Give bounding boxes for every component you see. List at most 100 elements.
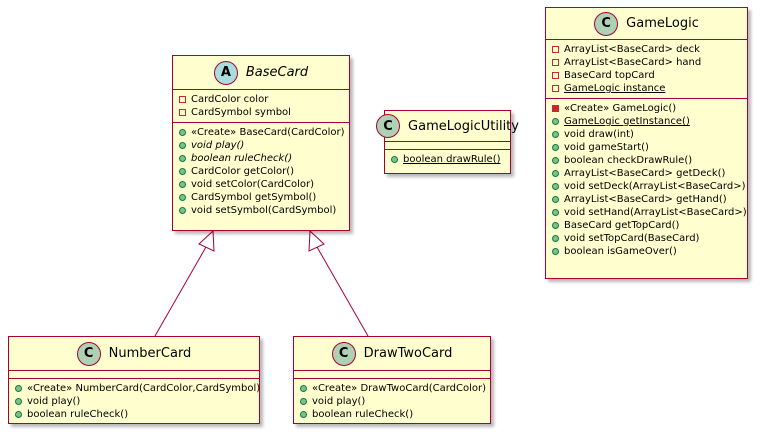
class-name: GameLogicUtility [408,118,519,134]
class-header: C GameLogic [546,8,747,39]
method-row: boolean drawRule() [385,153,510,166]
public-visibility-icon [179,207,186,214]
public-visibility-icon [179,129,186,136]
method-row: «Create» BaseCard(CardColor) [173,126,349,139]
methods-section: «Create» NumberCard(CardColor,CardSymbol… [9,378,261,424]
public-visibility-icon [552,131,559,138]
public-visibility-icon [15,398,22,405]
member-text: BaseCard getTopCard() [564,220,680,231]
public-visibility-icon [552,144,559,151]
methods-section: «Create» DrawTwoCard(CardColor) void play… [294,378,490,424]
method-row: void draw(int) [546,128,747,141]
member-text: void play() [191,140,245,151]
field-row: GameLogic instance [546,82,747,95]
member-text: void draw(int) [564,129,634,140]
public-visibility-icon [552,157,559,164]
class-icon: C [594,11,619,36]
public-visibility-icon [552,183,559,190]
public-visibility-icon [179,181,186,188]
private-visibility-icon [179,109,186,116]
field-row: ArrayList<BaseCard> deck [546,43,747,56]
public-visibility-icon [552,170,559,177]
public-visibility-icon [552,222,559,229]
fields-section [385,141,510,149]
method-row: void play() [9,395,259,408]
class-header: C DrawTwoCard [294,337,490,370]
edge-drawtwocard-to-basecard [316,246,369,337]
inheritance-arrowhead-icon [308,229,325,252]
class-icon: C [331,341,356,366]
member-text: ArrayList<BaseCard> hand [564,57,702,68]
private-visibility-icon [552,46,559,53]
method-row: void play() [173,139,349,152]
methods-section: «Create» BaseCard(CardColor) void play() b… [173,122,349,220]
member-text: GameLogic instance [564,83,666,94]
member-text: «Create» BaseCard(CardColor) [191,127,345,138]
member-text: void play() [27,396,81,407]
public-visibility-icon [179,142,186,149]
class-name: DrawTwoCard [363,346,453,361]
class-gamelogicutility[interactable]: C GameLogicUtility boolean drawRule() [376,110,519,174]
public-visibility-icon [15,411,22,418]
member-text: «Create» GameLogic() [564,103,677,114]
fields-section [294,370,490,378]
public-visibility-icon [552,118,559,125]
class-icon: C [76,341,101,366]
private-visibility-icon [552,105,559,112]
method-row: void setSymbol(CardSymbol) [173,204,349,217]
member-text: GameLogic getInstance() [564,116,690,127]
inheritance-arrowhead-icon [198,229,215,252]
class-icon: C [376,114,401,138]
member-text: CardColor getColor() [191,166,295,177]
public-visibility-icon [552,209,559,216]
fields-section [9,370,259,378]
member-text: void play() [312,396,366,407]
method-row: ArrayList<BaseCard> getDeck() [546,167,747,180]
private-visibility-icon [552,85,559,92]
method-row: boolean checkDrawRule() [546,154,747,167]
method-row: boolean ruleCheck() [9,408,259,421]
member-text: «Create» DrawTwoCard(CardColor) [312,383,487,394]
class-name: GameLogic [626,16,699,31]
method-row: void setHand(ArrayList<BaseCard>) [546,206,747,219]
abstract-class-icon: A [213,60,238,85]
member-text: boolean checkDrawRule() [564,155,693,166]
public-visibility-icon [179,194,186,201]
private-visibility-icon [179,96,186,103]
method-row: BaseCard getTopCard() [546,219,747,232]
member-text: «Create» NumberCard(CardColor,CardSymbol… [27,383,261,394]
member-text: boolean ruleCheck() [27,409,129,420]
class-numbercard[interactable]: C NumberCard «Create» NumberCard(CardCol… [8,336,260,424]
method-row: CardColor getColor() [173,165,349,178]
member-text: CardSymbol getSymbol() [191,192,317,203]
member-text: boolean ruleCheck() [191,153,293,164]
method-row: «Create» DrawTwoCard(CardColor) [294,382,490,395]
public-visibility-icon [391,156,398,163]
class-drawtwocard[interactable]: C DrawTwoCard «Create» DrawTwoCard(CardC… [293,336,491,424]
public-visibility-icon [179,168,186,175]
member-text: ArrayList<BaseCard> getDeck() [564,168,726,179]
method-row: void gameStart() [546,141,747,154]
private-visibility-icon [552,72,559,79]
field-row: CardSymbol symbol [173,106,349,119]
method-row: boolean isGameOver() [546,245,747,258]
method-row: void setDeck(ArrayList<BaseCard>) [546,180,747,193]
public-visibility-icon [552,196,559,203]
method-row: «Create» GameLogic() [546,102,747,115]
edge-numbercard-to-basecard [154,246,207,337]
method-row: ArrayList<BaseCard> getHand() [546,193,747,206]
methods-section: boolean drawRule() [385,149,510,169]
method-row: void setTopCard(BaseCard) [546,232,747,245]
member-text: void setSymbol(CardSymbol) [191,205,337,216]
method-row: void play() [294,395,490,408]
public-visibility-icon [300,385,307,392]
member-text: CardColor color [191,94,269,105]
method-row: «Create» NumberCard(CardColor,CardSymbol… [9,382,261,395]
method-row: boolean ruleCheck() [294,408,490,421]
method-row: void setColor(CardColor) [173,178,349,191]
member-text: void setHand(ArrayList<BaseCard>) [564,207,747,218]
member-text: CardSymbol symbol [191,107,291,118]
field-row: ArrayList<BaseCard> hand [546,56,747,69]
